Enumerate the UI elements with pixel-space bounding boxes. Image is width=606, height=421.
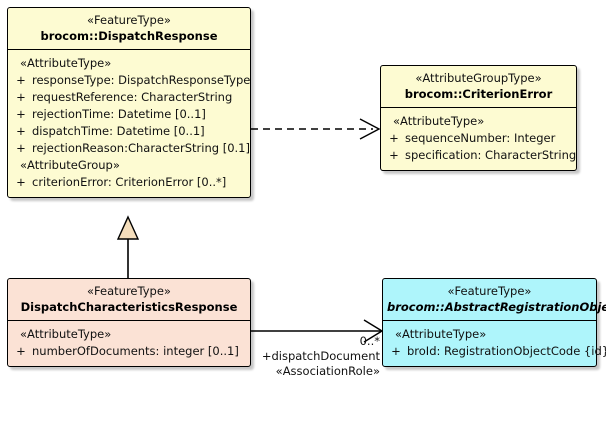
- generalization-connector: [116, 215, 140, 278]
- visibility-marker: +: [391, 344, 401, 358]
- attribute-row: + sequenceNumber: Integer: [383, 130, 574, 147]
- visibility-marker: +: [16, 107, 26, 121]
- class-name: DispatchCharacteristicsResponse: [20, 300, 238, 314]
- visibility-marker: +: [16, 175, 26, 189]
- visibility-marker: +: [16, 141, 26, 155]
- attribute-text: specification: CharacterString: [405, 148, 577, 162]
- attribute-text: broId: RegistrationObjectCode {id}: [407, 344, 606, 358]
- attribute-row: + broId: RegistrationObjectCode {id}: [385, 343, 606, 360]
- visibility-marker: +: [16, 344, 26, 358]
- class-header-dispatch-characteristics-response: «FeatureType» DispatchCharacteristicsRes…: [8, 279, 250, 321]
- association-stereotype: «AssociationRole»: [275, 364, 380, 378]
- visibility-marker: +: [16, 124, 26, 138]
- class-body-abstract-registration-object: «AttributeType» + broId: RegistrationObj…: [383, 321, 606, 366]
- attribute-group-label: «AttributeType»: [20, 327, 112, 341]
- visibility-marker: +: [389, 148, 399, 162]
- class-header-abstract-registration-object: «FeatureType» brocom::AbstractRegistrati…: [383, 279, 606, 321]
- attribute-group-label: «AttributeGroup»: [20, 158, 120, 172]
- class-stereotype: «FeatureType»: [87, 284, 171, 298]
- class-name: brocom::CriterionError: [404, 87, 553, 101]
- visibility-marker: +: [16, 90, 26, 104]
- attribute-group-label: «AttributeType»: [395, 327, 487, 341]
- attribute-row: + requestReference: CharacterString: [10, 89, 248, 106]
- class-name: brocom::AbstractRegistrationObject: [387, 300, 606, 314]
- class-header-dispatch-response: «FeatureType» brocom::DispatchResponse: [8, 8, 250, 50]
- class-stereotype: «FeatureType»: [87, 13, 171, 27]
- attribute-row: + numberOfDocuments: integer [0..1]: [10, 343, 248, 360]
- dependency-arrowhead-icon: [359, 118, 381, 140]
- attribute-row: + rejectionReason:CharacterString [0.1]: [10, 140, 250, 157]
- visibility-marker: +: [389, 131, 399, 145]
- class-box-dispatch-response[interactable]: «FeatureType» brocom::DispatchResponse «…: [7, 7, 251, 198]
- attribute-text: rejectionReason:CharacterString [0.1]: [32, 141, 250, 155]
- attribute-text: rejectionTime: Datetime [0..1]: [32, 107, 206, 121]
- class-header-criterion-error: «AttributeGroupType» brocom::CriterionEr…: [381, 66, 576, 108]
- attribute-text: numberOfDocuments: integer [0..1]: [32, 344, 239, 358]
- attribute-group-label: «AttributeType»: [20, 56, 112, 70]
- attribute-text: sequenceNumber: Integer: [405, 131, 556, 145]
- class-stereotype: «AttributeGroupType»: [415, 71, 542, 85]
- attribute-row: + rejectionTime: Datetime [0..1]: [10, 106, 248, 123]
- generalization-triangle-icon: [116, 215, 140, 240]
- association-end-labels: 0..* +dispatchDocument «AssociationRole»: [190, 334, 380, 379]
- class-body-dispatch-response: «AttributeType» + responseType: Dispatch…: [8, 50, 250, 197]
- visibility-marker: +: [16, 73, 26, 87]
- attribute-text: dispatchTime: Datetime [0..1]: [32, 124, 205, 138]
- attribute-row: + criterionError: CriterionError [0..*]: [10, 174, 248, 191]
- class-stereotype: «FeatureType»: [447, 284, 532, 298]
- attribute-text: criterionError: CriterionError [0..*]: [32, 175, 227, 189]
- class-name: brocom::DispatchResponse: [40, 29, 218, 43]
- class-box-dispatch-characteristics-response[interactable]: «FeatureType» DispatchCharacteristicsRes…: [7, 278, 251, 367]
- attribute-text: requestReference: CharacterString: [32, 90, 233, 104]
- attribute-row: + specification: CharacterString: [383, 147, 577, 164]
- dependency-connector: [251, 118, 381, 140]
- class-box-abstract-registration-object[interactable]: «FeatureType» brocom::AbstractRegistrati…: [382, 278, 606, 367]
- attribute-group-label: «AttributeType»: [393, 114, 485, 128]
- attribute-text: responseType: DispatchResponseType: [32, 73, 251, 87]
- attribute-row: + dispatchTime: Datetime [0..1]: [10, 123, 248, 140]
- association-multiplicity: 0..*: [359, 334, 380, 348]
- class-body-criterion-error: «AttributeType» + sequenceNumber: Intege…: [381, 108, 576, 170]
- association-role-name: +dispatchDocument: [261, 349, 380, 363]
- class-body-dispatch-characteristics-response: «AttributeType» + numberOfDocuments: int…: [8, 321, 250, 366]
- attribute-row: + responseType: DispatchResponseType: [10, 72, 251, 89]
- class-box-criterion-error[interactable]: «AttributeGroupType» brocom::CriterionEr…: [380, 65, 577, 171]
